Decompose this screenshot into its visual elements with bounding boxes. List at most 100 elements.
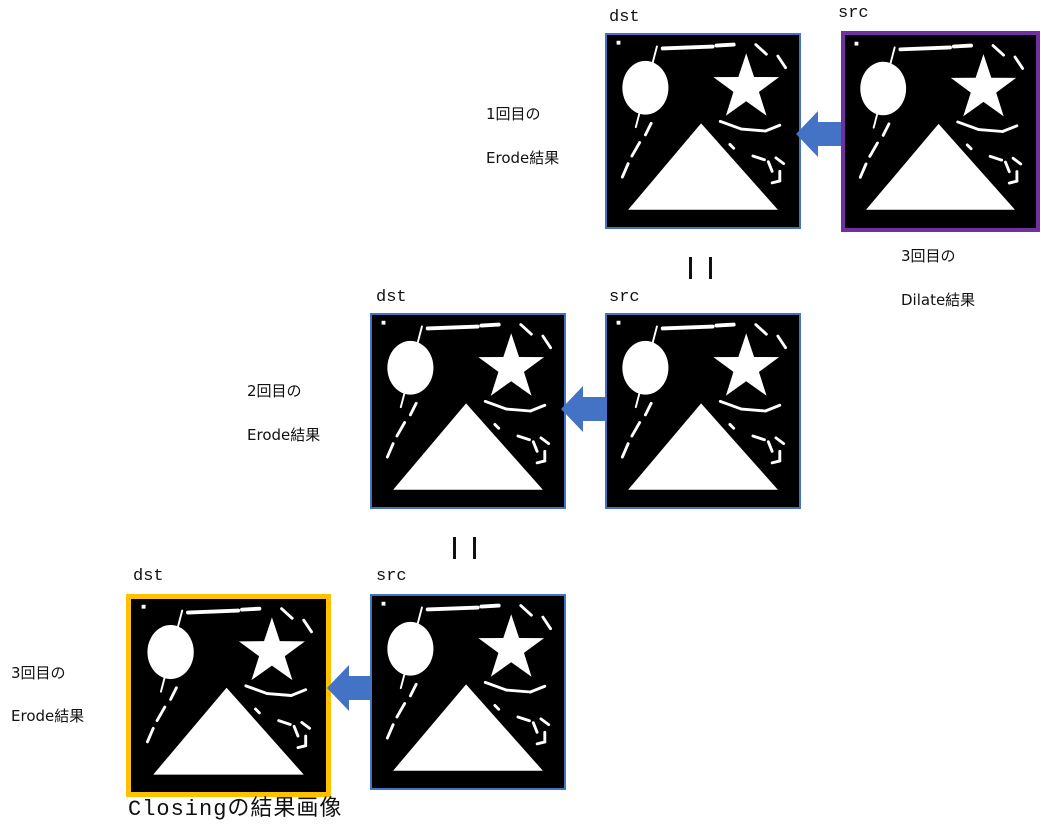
triangle-shape — [628, 123, 778, 210]
dot-fragment — [616, 40, 621, 45]
stroke-fragment — [244, 684, 269, 696]
stroke-fragment — [751, 434, 766, 442]
row1-dst-label: dst — [609, 8, 640, 27]
triangle-shape — [153, 687, 304, 775]
row1-left-arrow — [796, 111, 844, 157]
dot-fragment — [616, 320, 621, 325]
stroke-fragment — [739, 127, 767, 133]
stroke-fragment — [145, 726, 155, 744]
stroke-fragment — [991, 44, 1005, 57]
stroke-fragment — [634, 325, 658, 409]
stroke-fragment — [516, 434, 531, 442]
stroke-fragment — [504, 407, 532, 413]
stroke-fragment — [531, 721, 539, 734]
stroke-fragment — [872, 46, 896, 129]
row2-dst-image — [370, 313, 566, 509]
star-shape — [238, 617, 305, 681]
dot-fragment — [381, 320, 386, 325]
stroke-fragment — [186, 608, 241, 615]
erode-1-label-line2: Erode結果 — [486, 149, 560, 167]
stroke-fragment — [519, 604, 533, 617]
stroke-fragment — [395, 702, 407, 719]
equals-sign-1 — [689, 257, 712, 279]
stroke-fragment — [1001, 124, 1019, 133]
stroke-fragment — [739, 407, 767, 413]
stroke-fragment — [1007, 179, 1019, 185]
stroke-fragment — [169, 686, 178, 701]
triangle-shape — [628, 403, 778, 490]
row3-src-label: src — [376, 567, 407, 586]
stroke-fragment — [714, 42, 736, 48]
stroke-fragment — [265, 692, 293, 697]
stroke-fragment — [620, 442, 630, 459]
stroke-fragment — [766, 440, 774, 453]
star-shape — [713, 333, 780, 396]
triangle-shape — [866, 123, 1015, 210]
stroke-fragment — [643, 401, 653, 417]
stroke-fragment — [770, 459, 782, 465]
star-shape — [478, 614, 545, 677]
row3-left-arrow — [327, 665, 375, 711]
stroke-fragment — [620, 162, 630, 179]
stroke-fragment — [541, 334, 552, 350]
stroke-fragment — [898, 45, 952, 52]
stroke-fragment — [535, 740, 547, 746]
star-shape — [950, 54, 1017, 117]
triangle-shape — [393, 403, 543, 490]
stroke-fragment — [289, 688, 308, 697]
stroke-fragment — [539, 717, 551, 727]
stroke-fragment — [528, 684, 547, 694]
stroke-fragment — [528, 403, 547, 413]
stroke-fragment — [493, 423, 501, 430]
stroke-fragment — [977, 128, 1005, 133]
stroke-fragment — [1004, 160, 1011, 174]
stroke-fragment — [763, 123, 782, 133]
stroke-fragment — [483, 399, 508, 411]
erode-3-label-line1: 3回目の — [11, 664, 66, 682]
stroke-fragment — [660, 324, 715, 331]
stroke-fragment — [774, 436, 786, 446]
dilate-3-label-line1: 3回目の — [901, 247, 956, 265]
stroke-fragment — [399, 325, 423, 409]
stroke-fragment — [754, 323, 768, 336]
erode-2-label-line1: 2回目の — [247, 382, 302, 400]
stroke-fragment — [300, 721, 312, 730]
row2-src-label: src — [609, 288, 640, 307]
stroke-fragment — [951, 43, 973, 49]
stroke-fragment — [395, 421, 407, 438]
stroke-fragment — [718, 399, 743, 411]
row1-src-image — [841, 31, 1040, 232]
stroke-fragment — [965, 143, 973, 151]
stroke-fragment — [539, 436, 551, 446]
stroke-fragment — [956, 120, 981, 132]
stroke-fragment — [385, 723, 395, 740]
row1-src-label: src — [838, 4, 869, 23]
closing-result-image — [126, 594, 331, 797]
erode-2-label-line2: Erode結果 — [247, 426, 321, 444]
stroke-fragment — [408, 682, 418, 698]
stroke-fragment — [541, 615, 552, 631]
stroke-fragment — [519, 323, 533, 336]
star-shape — [478, 333, 545, 396]
stroke-fragment — [483, 680, 508, 692]
stroke-fragment — [988, 154, 1004, 162]
stroke-fragment — [479, 603, 501, 609]
stroke-fragment — [155, 705, 167, 723]
stroke-fragment — [254, 707, 261, 715]
stroke-fragment — [776, 334, 787, 350]
stroke-fragment — [479, 322, 501, 328]
row2-dst-label: dst — [376, 288, 407, 307]
erode-1-label-line1: 1回目の — [486, 105, 541, 123]
stroke-fragment — [302, 618, 313, 634]
stroke-fragment — [751, 154, 766, 162]
stroke-fragment — [292, 724, 300, 738]
dot-fragment — [854, 41, 859, 46]
stroke-fragment — [754, 43, 768, 56]
stroke-fragment — [776, 54, 787, 70]
stroke-fragment — [1011, 156, 1023, 166]
stroke-fragment — [630, 141, 642, 158]
stroke-fragment — [399, 606, 423, 690]
triangle-shape — [393, 684, 543, 771]
dilate-3-label-line2: Dilate結果 — [901, 291, 976, 309]
